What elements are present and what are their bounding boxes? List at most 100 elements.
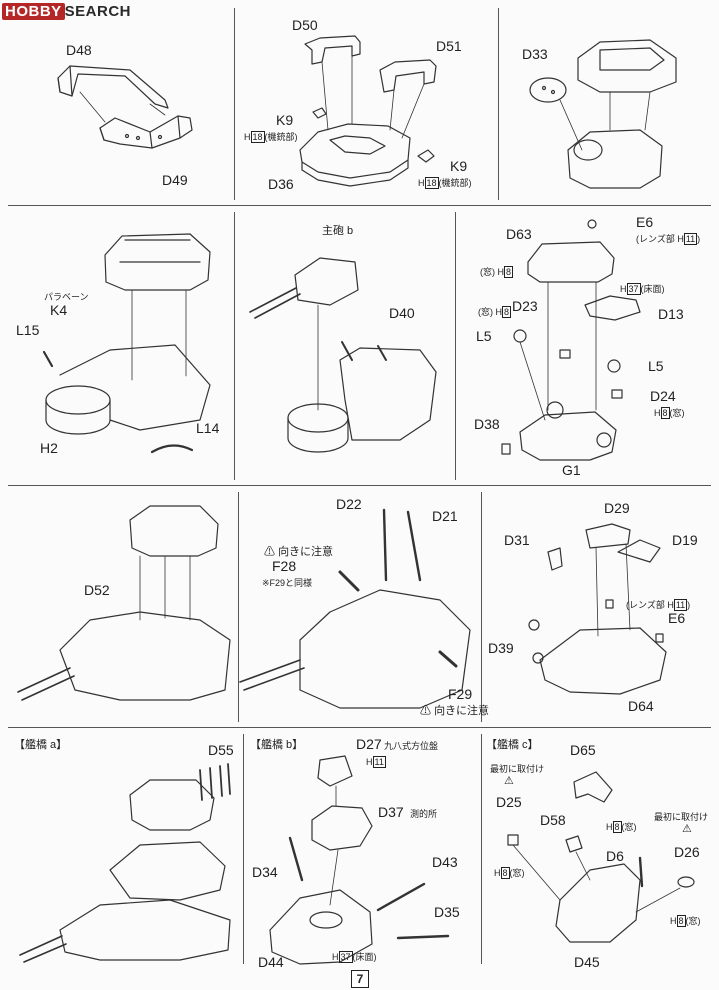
part-label-d50: D50	[292, 17, 318, 33]
part-label-l5-left: L5	[476, 328, 492, 344]
assembly-lower-bridge-drawing	[567, 129, 663, 189]
part-d48-drawing	[57, 65, 169, 109]
part-label-d45: D45	[574, 954, 600, 970]
part-label-d39: D39	[488, 640, 514, 656]
part-label-d40: D40	[389, 305, 415, 321]
section-title-bridge-a: 【艦橋 a】	[14, 739, 68, 751]
part-label-d13: D13	[658, 306, 684, 322]
part-d65-drawing	[573, 771, 613, 803]
d37-rangefinder-note: 測的所	[410, 809, 438, 819]
part-d58-drawing	[565, 835, 583, 853]
part-label-d33: D33	[522, 46, 548, 62]
part-l5-left-drawing	[513, 329, 527, 343]
assembly-turret-b-drawing	[249, 257, 359, 319]
part-k9-drawing	[312, 107, 435, 163]
part-d40-drawing	[341, 341, 387, 361]
part-d37-drawing	[311, 805, 373, 851]
part-label-d19: D19	[672, 532, 698, 548]
divider-h1	[8, 205, 711, 206]
part-label-d35: D35	[434, 904, 460, 920]
part-label-d48: D48	[66, 42, 92, 58]
part-label-d49: D49	[162, 172, 188, 188]
part-label-d34: D34	[252, 864, 278, 880]
part-d50-drawing	[304, 35, 361, 65]
part-d6-drawing	[638, 856, 644, 888]
part-label-f28: F28	[272, 558, 297, 574]
main-gun-b-label: 主砲 b	[322, 225, 354, 237]
assembly-deck-drawing	[59, 344, 211, 431]
divider-v2-row3	[481, 492, 482, 722]
part-d27-drawing	[317, 755, 353, 787]
part-d33-drawing	[529, 77, 567, 103]
part-e6-drawing	[587, 219, 597, 229]
part-g1-drawing	[519, 401, 617, 461]
part-label-d27: D27	[356, 736, 382, 752]
part-label-d36: D36	[268, 176, 294, 192]
part-d34-drawing	[288, 836, 304, 882]
k4-paravane-note: パラベーン	[44, 292, 89, 302]
part-label-k9-left: K9	[276, 112, 294, 128]
part-d64-drawing	[539, 627, 667, 695]
divider-v1-row1	[234, 8, 235, 200]
part-d55-drawing	[199, 763, 231, 801]
part-d63-drawing	[527, 241, 615, 283]
part-d44-drawing	[269, 889, 373, 965]
d26-warning-icon: ⚠	[682, 823, 692, 835]
part-d24-drawing	[611, 389, 623, 399]
section-title-bridge-c: 【艦橋 c】	[486, 739, 539, 751]
part-label-l14: L14	[196, 420, 220, 436]
part-d26-drawing	[677, 876, 695, 888]
part-label-d25: D25	[496, 794, 522, 810]
d25-warning-icon: ⚠	[504, 775, 514, 787]
part-label-d37: D37	[378, 804, 404, 820]
assembly-upper-bridge-drawing	[577, 39, 677, 93]
part-label-f29: F29	[448, 686, 473, 702]
d25-attach-first-note: 最初に取付け	[490, 764, 545, 774]
part-label-e6: E6	[636, 214, 654, 230]
part-f28-drawing	[338, 570, 360, 592]
part-d35-drawing	[396, 934, 450, 940]
part-label-d58: D58	[540, 812, 566, 828]
part-label-d31: D31	[504, 532, 530, 548]
part-label-d6: D6	[606, 848, 624, 864]
part-d43-drawing	[376, 882, 426, 912]
part-label-d51: D51	[436, 38, 462, 54]
part-d31-drawing	[547, 547, 563, 571]
section-title-bridge-b: 【艦橋 b】	[250, 739, 304, 751]
divider-v1-row2	[234, 212, 235, 480]
part-d19-drawing	[617, 539, 661, 563]
part-label-d29: D29	[604, 500, 630, 516]
d26-attach-first-note: 最初に取付け	[654, 812, 709, 822]
part-d49-drawing	[99, 115, 193, 149]
assembly-bridge-a-drawing	[19, 779, 231, 963]
part-label-d64: D64	[628, 698, 654, 714]
f28-same-as-f29-note: ※F29と同様	[262, 578, 313, 588]
divider-v1-row4	[243, 734, 244, 964]
part-label-d55: D55	[208, 742, 234, 758]
divider-h3	[8, 727, 711, 728]
part-d23-drawing	[559, 349, 571, 359]
part-label-d38: D38	[474, 416, 500, 432]
d27-director-note: 九八式方位盤	[384, 741, 439, 751]
f29-caution: ⚠ 向きに注意	[420, 705, 490, 717]
divider-h2	[8, 485, 711, 486]
part-d36-drawing	[299, 123, 411, 187]
assembly-bridge-stack-top-drawing	[129, 505, 219, 557]
part-label-d22: D22	[336, 496, 362, 512]
part-label-d44: D44	[258, 954, 284, 970]
part-label-k9-right: K9	[450, 158, 468, 174]
part-label-l15: L15	[16, 322, 40, 338]
part-label-k4: K4	[50, 302, 68, 318]
